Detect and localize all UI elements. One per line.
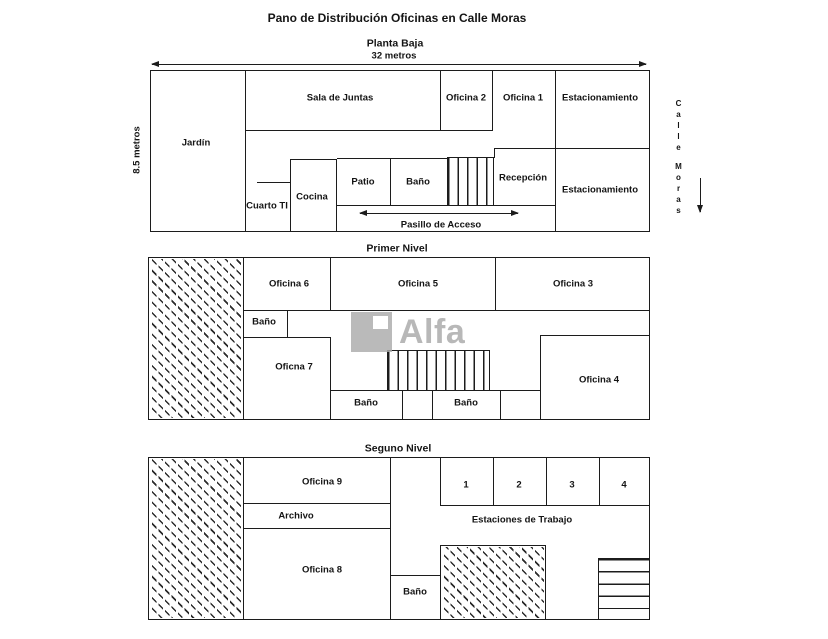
wall-segment [337, 158, 448, 160]
wall-segment [243, 503, 391, 505]
room-label-cuarto-ti: Cuarto TI [246, 200, 288, 212]
hatch-area-primer-nivel [150, 259, 243, 418]
wall-segment [243, 337, 331, 339]
wall-segment [440, 545, 442, 620]
section-label-segundo-nivel: Seguno Nivel [364, 442, 432, 455]
wall-segment [390, 575, 441, 577]
wall-segment [500, 390, 502, 420]
wall-segment [495, 257, 497, 311]
stairs-primer-nivel [387, 350, 490, 391]
height-dimension-label: 8.5 metros [131, 126, 143, 174]
workstation-number-3: 3 [569, 479, 575, 491]
room-label-bano-2: Baño [454, 397, 478, 409]
room-label-bano-sn: Baño [403, 586, 427, 598]
wall-segment [440, 505, 650, 507]
workstation-number-4: 4 [621, 479, 627, 491]
section-label-planta-baja: Planta Baja [366, 37, 424, 50]
room-label-recepcion: Recepción [498, 172, 548, 184]
room-label-oficina-7: Oficna 7 [275, 361, 313, 373]
workstation-number-2: 2 [516, 479, 522, 491]
wall-segment [336, 205, 556, 207]
room-label-oficina-6: Oficina 6 [268, 278, 310, 290]
width-dimension-label: 32 metros [371, 50, 417, 62]
wall-segment [440, 70, 442, 130]
wall-segment [494, 148, 496, 158]
wall-segment [493, 457, 495, 506]
wall-segment [440, 457, 442, 506]
wall-segment [432, 390, 434, 420]
street-name-word-1: Calle [674, 99, 683, 154]
wall-segment [402, 390, 404, 420]
stairs-planta-baja [447, 157, 494, 206]
wall-segment [336, 159, 338, 232]
room-label-bano-1: Baño [354, 397, 378, 409]
wall-segment [555, 148, 650, 150]
wall-segment [440, 545, 546, 547]
width-dimension-arrow [151, 60, 647, 67]
wall-segment [540, 335, 650, 337]
room-label-bano-chico: Baño [252, 316, 276, 328]
wall-segment [330, 390, 540, 392]
wall-segment [330, 337, 332, 420]
wall-segment [245, 70, 247, 232]
workstations-label: Estaciones de Trabajo [471, 514, 573, 526]
room-label-estacionamiento-sur: Estacionamiento [561, 184, 639, 196]
wall-segment [287, 310, 289, 338]
room-label-sala-de-juntas: Sala de Juntas [306, 92, 374, 104]
wall-segment [243, 310, 650, 312]
hatch-area-segundo-nivel [150, 459, 243, 618]
room-label-oficina-8: Oficina 8 [301, 564, 343, 576]
room-label-jardin: Jardín [181, 137, 211, 149]
room-label-oficina-2: Oficina 2 [445, 92, 487, 104]
street-direction-arrow [696, 178, 703, 213]
room-label-estacionamiento-norte: Estacionamiento [561, 92, 639, 104]
watermark-logo: Alfa [351, 312, 465, 352]
wall-segment [290, 159, 337, 161]
room-label-oficina-5: Oficina 5 [397, 278, 439, 290]
wall-segment [243, 257, 245, 420]
wall-segment [555, 70, 557, 232]
room-label-oficina-3: Oficina 3 [552, 278, 594, 290]
pasillo-direction-arrow [359, 209, 519, 216]
wall-segment [243, 457, 245, 620]
wall-segment [330, 257, 332, 311]
room-label-pasillo: Pasillo de Acceso [400, 219, 482, 231]
room-label-oficina-9: Oficina 9 [301, 476, 343, 488]
wall-segment [245, 130, 493, 132]
watermark-text: Alfa [399, 312, 466, 351]
section-label-primer-nivel: Primer Nivel [366, 242, 428, 255]
street-name-word-2: Moras [674, 162, 683, 217]
wall-segment [243, 528, 391, 530]
wall-segment [492, 70, 494, 130]
room-label-oficina-4: Oficina 4 [578, 374, 620, 386]
room-label-bano-pb: Baño [406, 176, 430, 188]
wall-segment [540, 335, 542, 420]
wall-segment [257, 182, 291, 184]
wall-segment [599, 457, 601, 506]
wall-segment [546, 457, 548, 506]
room-label-patio: Patio [351, 176, 375, 188]
room-label-oficina-1: Oficina 1 [502, 92, 544, 104]
wall-segment [545, 545, 547, 620]
page-title: Pano de Distribución Oficinas en Calle M… [267, 10, 527, 25]
stairs-segundo-nivel [598, 558, 650, 620]
wall-segment [390, 457, 392, 620]
alfa-logo-icon [351, 312, 392, 352]
hatch-area-segundo-nivel-centro [442, 547, 544, 618]
room-label-cocina: Cocina [296, 191, 328, 203]
workstation-number-1: 1 [463, 479, 469, 491]
room-label-archivo: Archivo [278, 510, 314, 522]
wall-segment [390, 158, 392, 206]
wall-segment [290, 159, 292, 232]
wall-segment [494, 148, 555, 150]
